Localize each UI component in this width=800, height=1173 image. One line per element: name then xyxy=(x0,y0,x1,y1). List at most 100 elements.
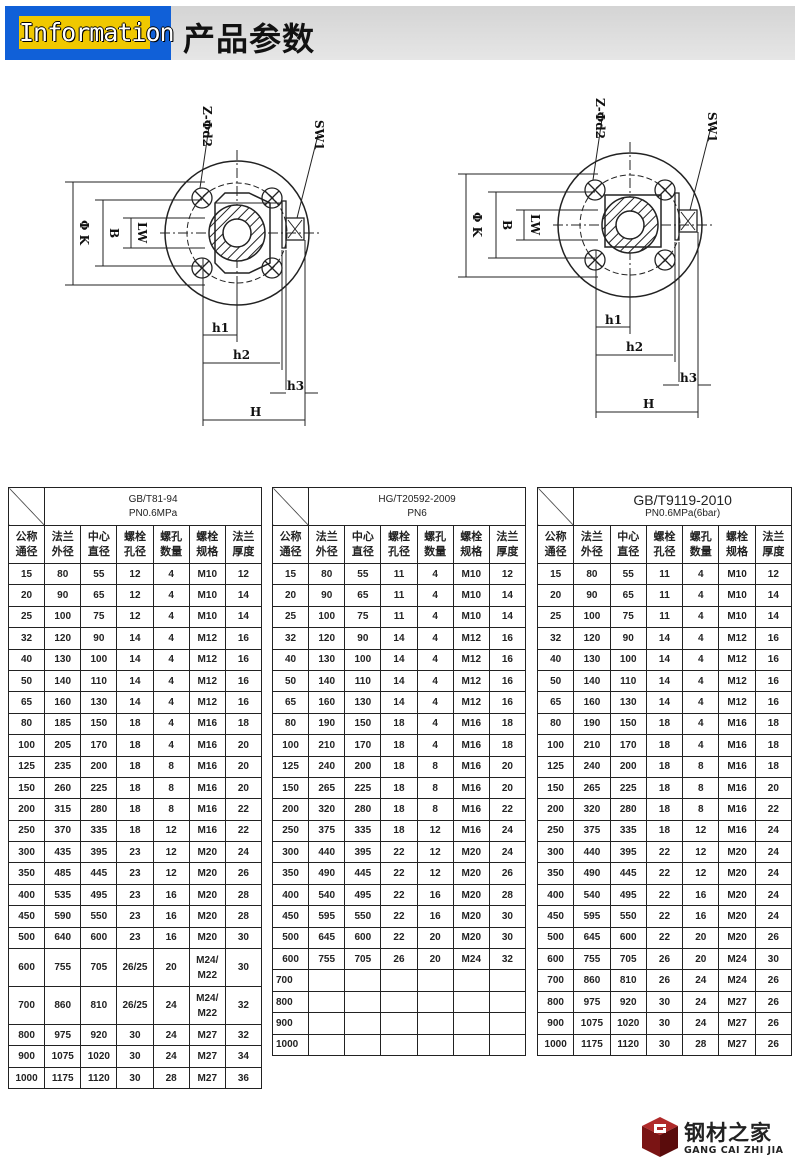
column-header-line: 法兰 xyxy=(51,530,74,543)
table-row: 900 xyxy=(271,1012,527,1035)
table-cell: 100 xyxy=(271,734,310,757)
table-cell: 550 xyxy=(344,905,382,928)
label-h3: h3 xyxy=(287,379,304,393)
table-cell: 200 xyxy=(344,755,382,778)
table-cell: 65 xyxy=(536,691,575,714)
table-cell: 75 xyxy=(344,605,382,629)
table-cell xyxy=(380,1033,418,1056)
table-cell: 370 xyxy=(44,819,82,843)
table-row: 800 xyxy=(271,990,527,1014)
table-cell: 80 xyxy=(7,712,46,736)
table-cell: 30 xyxy=(645,1033,684,1056)
table-cell: M10 xyxy=(718,562,756,586)
column-header-line: 螺栓 xyxy=(196,530,219,543)
table-cell: 540 xyxy=(308,883,346,907)
table-cell: 375 xyxy=(308,819,346,843)
table-cell: 900 xyxy=(7,1045,46,1068)
table-cell: 500 xyxy=(271,926,310,950)
table-cell: 14 xyxy=(645,669,684,693)
label-sw1: SW1 xyxy=(705,112,719,143)
table-cell: 600 xyxy=(609,926,647,950)
table-cell: M10 xyxy=(452,584,490,607)
table-cell: 14 xyxy=(380,648,418,671)
table-cell: 24 xyxy=(754,841,793,864)
column-header-line: 中心 xyxy=(617,530,640,543)
table-cell: M27 xyxy=(188,1045,226,1068)
table-cell: 4 xyxy=(416,627,454,650)
table-cell: 450 xyxy=(271,905,310,928)
column-header-line: 螺栓 xyxy=(387,530,410,543)
table-cell: 1175 xyxy=(44,1066,82,1090)
table-cell: M20 xyxy=(718,883,756,907)
column-header-line: 公称 xyxy=(279,530,302,543)
table-cell: M12 xyxy=(188,648,226,671)
column-header-line: 直径 xyxy=(87,545,110,558)
table-cell: 100 xyxy=(80,648,118,671)
table-cell: 12 xyxy=(152,862,190,885)
label-H: H xyxy=(643,397,654,411)
table-cell: M20 xyxy=(452,841,490,864)
table-cell: 14 xyxy=(116,669,154,693)
column-header: 螺孔数量 xyxy=(152,525,190,564)
table-cell: 26 xyxy=(224,862,263,885)
table-cell: 4 xyxy=(152,648,190,671)
table-cell: 18 xyxy=(488,712,527,736)
table-cell: 16 xyxy=(152,926,190,950)
table-cell: M10 xyxy=(188,562,226,586)
table-cell: 190 xyxy=(573,712,611,736)
table-cell: 40 xyxy=(536,648,575,671)
table-cell: 700 xyxy=(7,986,46,1026)
table-cell: 26 xyxy=(754,1033,793,1056)
table-cell: 600 xyxy=(536,948,575,971)
table-cell: 24 xyxy=(754,819,793,843)
table-cell: 23 xyxy=(116,862,154,885)
column-header-line: 数量 xyxy=(160,545,183,558)
table-cell: M12 xyxy=(452,648,490,671)
table-cell xyxy=(380,990,418,1014)
table-cell: 11 xyxy=(645,584,684,607)
table-cell: 1120 xyxy=(80,1066,118,1090)
label-lw: LW xyxy=(135,222,149,244)
table-cell: 160 xyxy=(308,691,346,714)
table-cell: 16 xyxy=(682,883,720,907)
table-cell: 11 xyxy=(380,605,418,629)
table-cell: 130 xyxy=(80,691,118,714)
table-cell: 12 xyxy=(682,819,720,843)
standard-name: GB/T9119-2010 xyxy=(633,491,732,508)
table-cell: 18 xyxy=(645,755,684,778)
table-cell: 4 xyxy=(152,562,190,586)
table-cell: M24/M22 xyxy=(188,986,226,1026)
table-cell: M16 xyxy=(718,776,756,800)
column-header-line: 直径 xyxy=(351,545,374,558)
table-cell: M16 xyxy=(452,734,490,757)
table-cell: 4 xyxy=(682,648,720,671)
table-cell: 14 xyxy=(645,691,684,714)
table-cell: 24 xyxy=(152,986,190,1026)
table-cell xyxy=(380,1012,418,1035)
table-cell: 8 xyxy=(152,798,190,821)
table-cell: 14 xyxy=(754,605,793,629)
table-cell: 1020 xyxy=(80,1045,118,1068)
table-cell: 50 xyxy=(7,669,46,693)
table-cell: 23 xyxy=(116,905,154,928)
table-cell: 4 xyxy=(152,605,190,629)
table-cell: 250 xyxy=(536,819,575,843)
table-cell: 16 xyxy=(224,669,263,693)
table-cell: 16 xyxy=(416,883,454,907)
table-cell: 595 xyxy=(573,905,611,928)
column-header-line: 螺栓 xyxy=(460,530,483,543)
table-cell: 185 xyxy=(44,712,82,736)
table-cell: 18 xyxy=(754,734,793,757)
table-cell: 490 xyxy=(308,862,346,885)
table-cell: 16 xyxy=(152,883,190,907)
table-cell: 260 xyxy=(44,776,82,800)
table-cell: M20 xyxy=(188,883,226,907)
label-H: H xyxy=(250,405,261,419)
table-cell: 435 xyxy=(44,841,82,864)
table-cell: 535 xyxy=(44,883,82,907)
table-cell: 14 xyxy=(224,584,263,607)
